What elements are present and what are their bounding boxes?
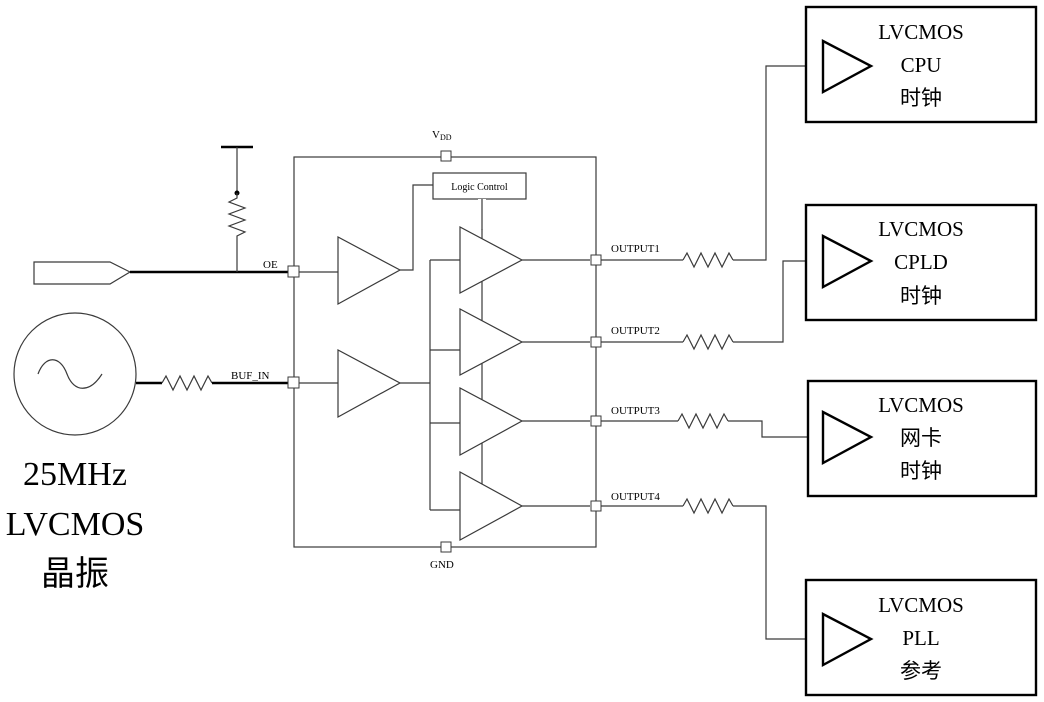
load-cpld-line3: 时钟 <box>900 284 942 308</box>
load-box-pll <box>804 578 1038 697</box>
output-buffer-1 <box>430 226 590 294</box>
pullup-resistor <box>227 193 247 241</box>
crystal-oscillator <box>13 312 137 436</box>
load-nic-line3: 时钟 <box>900 459 942 483</box>
output4-pin <box>590 500 602 512</box>
trace-2 <box>601 260 823 351</box>
load-pll-line1: LVCMOS <box>878 593 964 617</box>
output-buffer-3 <box>430 387 590 457</box>
crystal-name: 晶振 <box>41 555 109 593</box>
output2-label: OUTPUT2 <box>611 325 660 337</box>
crystal-type: LVCMOS <box>6 506 145 543</box>
oe-label: OE <box>263 259 278 271</box>
gnd-label: GND <box>430 559 454 571</box>
input-buffer <box>337 349 402 419</box>
trace-4 <box>601 497 823 640</box>
output3-label: OUTPUT3 <box>611 405 660 417</box>
buf-in-pin <box>287 376 300 389</box>
xtal-series-resistor <box>161 374 213 392</box>
sine-wave-icon <box>37 359 103 389</box>
buf-in-label: BUF_IN <box>231 370 270 382</box>
logic-control-label: Logic Control <box>451 182 508 193</box>
load-nic-line2: 网卡 <box>900 426 942 450</box>
load-nic-line1: LVCMOS <box>878 393 964 417</box>
load-cpu-line3: 时钟 <box>900 86 942 110</box>
vdd-label: VDD <box>432 129 452 142</box>
oe-pin <box>287 265 300 278</box>
load-box-cpu <box>804 5 1038 124</box>
output-buffer-2 <box>430 308 590 376</box>
oe-to-logic-wire <box>400 184 433 271</box>
load-box-nic <box>806 379 1038 498</box>
output1-label: OUTPUT1 <box>611 243 660 255</box>
load-pll-line3: 参考 <box>900 659 942 683</box>
load-cpld-line2: CPLD <box>894 250 948 274</box>
gnd-pin <box>440 541 452 553</box>
load-pll-line2: PLL <box>902 626 939 650</box>
oe-port-connector <box>33 261 132 285</box>
output-buffer-4 <box>430 470 590 542</box>
load-cpld-line1: LVCMOS <box>878 217 964 241</box>
output1-pin <box>590 254 602 266</box>
oe-buffer <box>337 236 402 306</box>
load-box-cpld <box>804 203 1038 322</box>
output3-pin <box>590 415 602 427</box>
crystal-freq: 25MHz <box>23 456 127 493</box>
trace-1 <box>601 65 823 269</box>
load-cpu-line2: CPU <box>901 53 942 77</box>
output2-pin <box>590 336 602 348</box>
vdd-pin <box>440 150 452 162</box>
output4-label: OUTPUT4 <box>611 491 660 503</box>
trace-3 <box>601 412 823 438</box>
load-cpu-line1: LVCMOS <box>878 20 964 44</box>
